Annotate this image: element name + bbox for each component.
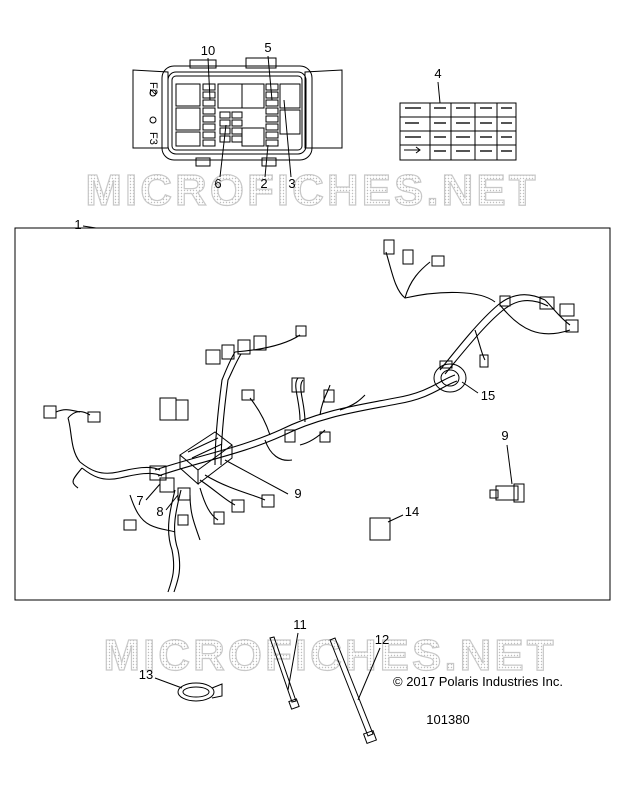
drawing-number: 101380 [426,712,469,727]
ecu-module [179,431,233,486]
callout-9-ecu: 9 [224,459,302,501]
svg-text:MICROFICHES.NET: MICROFICHES.NET [103,631,556,680]
clamp-part [177,682,223,702]
copyright-text: © 2017 Polaris Industries Inc. [393,674,563,689]
svg-text:F3: F3 [147,132,159,145]
callout-1: 1 [74,217,97,232]
callout-5: 5 [264,40,273,101]
callout-3: 3 [283,99,296,191]
svg-text:5: 5 [264,40,271,55]
svg-text:4: 4 [434,66,441,81]
svg-text:14: 14 [405,504,419,519]
svg-text:10: 10 [201,43,215,58]
svg-text:15: 15 [481,388,495,403]
callout-14: 14 [387,504,419,523]
svg-text:7: 7 [136,493,143,508]
harness-frame [14,227,611,601]
watermark-top: MICROFICHES.NET MICROFICHES.NET [85,165,538,215]
fuse-label-decal [399,102,517,161]
callout-12: 12 [357,632,389,701]
svg-text:MICROFICHES.NET: MICROFICHES.NET [103,631,556,680]
callout-4: 4 [434,66,442,104]
svg-text:8: 8 [156,504,163,519]
callout-8: 8 [156,494,179,519]
svg-text:6: 6 [214,176,221,191]
svg-text:13: 13 [139,667,153,682]
cable-tie-large [329,637,378,745]
fuse-column-middle [219,111,243,143]
callout-7: 7 [136,483,161,508]
decal-14 [369,517,391,541]
callout-10: 10 [201,43,215,101]
svg-text:9: 9 [501,428,508,443]
callout-6: 6 [214,124,227,191]
cable-tie-small [269,636,300,710]
fuse-column-right [265,83,279,147]
fuse-box: F2 F3 [132,57,343,167]
wire-harness [43,239,579,593]
callout-2: 2 [260,144,269,191]
callout-13: 13 [139,667,183,689]
callout-11: 11 [287,617,307,691]
svg-text:11: 11 [293,617,307,632]
relay-part [489,483,525,503]
svg-text:3: 3 [288,176,295,191]
callout-9-relay: 9 [501,428,513,485]
svg-text:2: 2 [260,176,267,191]
fuse-column-left [202,83,216,147]
svg-text:F2: F2 [147,82,159,95]
svg-text:1: 1 [74,217,81,232]
svg-text:MICROFICHES.NET: MICROFICHES.NET [85,166,538,215]
watermark-bottom: MICROFICHES.NET MICROFICHES.NET [103,630,556,680]
svg-text:12: 12 [375,632,389,647]
callout-15: 15 [461,381,495,403]
svg-text:MICROFICHES.NET: MICROFICHES.NET [85,166,538,215]
svg-text:9: 9 [294,486,301,501]
